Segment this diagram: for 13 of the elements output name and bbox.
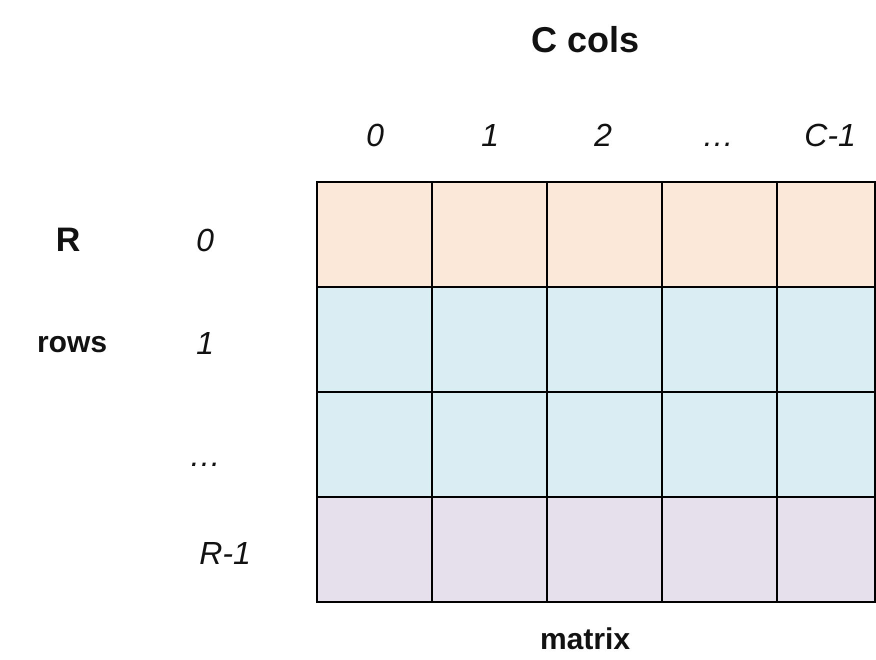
column-index: 0 bbox=[366, 119, 384, 151]
axis-title: C cols bbox=[530, 22, 640, 58]
row-index: 0 bbox=[196, 224, 214, 256]
axis-title: R bbox=[56, 223, 80, 257]
column-index: C-1 bbox=[804, 119, 856, 151]
row-index: 1 bbox=[196, 327, 214, 359]
axis-title: rows bbox=[36, 328, 108, 358]
row-index: R-1 bbox=[199, 537, 251, 569]
column-index: 1 bbox=[481, 119, 499, 151]
column-index: … bbox=[702, 119, 734, 151]
caption-text: matrix bbox=[540, 625, 630, 655]
column-index: 2 bbox=[594, 119, 612, 151]
row-index: … bbox=[189, 439, 221, 471]
